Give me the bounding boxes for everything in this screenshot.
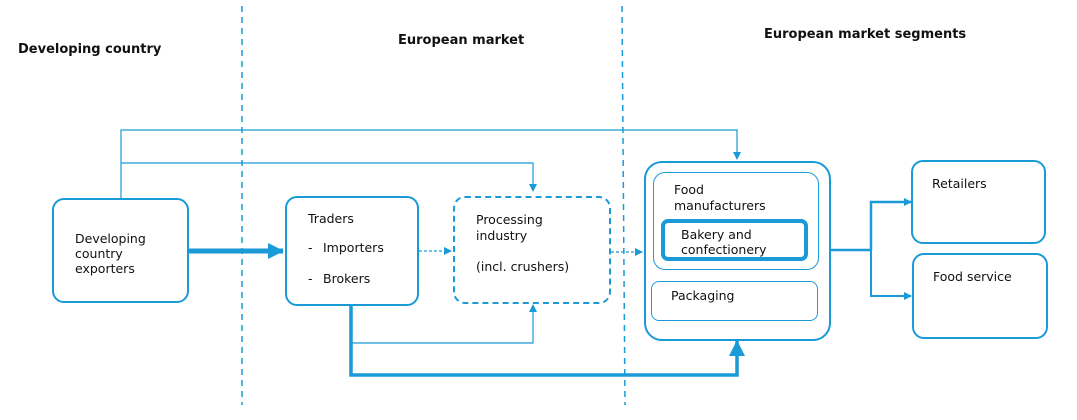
arrow-exporters-to-processing <box>121 162 537 192</box>
food-manufacturers-line-1: Food <box>674 182 704 197</box>
node-retailers: Retailers <box>911 160 1046 244</box>
processing-line-3: (incl. crushers) <box>476 259 570 274</box>
heading-european-market-segments: European market segments <box>764 27 967 42</box>
node-processing-industry: Processing industry (incl. crushers) <box>453 196 611 304</box>
packaging-label: Packaging <box>671 288 735 303</box>
bakery-line-2: confectionery <box>681 242 767 257</box>
processing-line-2: industry <box>476 228 528 243</box>
traders-title: Traders <box>308 211 354 226</box>
arrow-to-retailers <box>869 198 912 250</box>
node-bakery-confectionery: Bakery and confectionery <box>661 219 808 261</box>
arrow-traders-to-processing-bottom <box>351 304 537 344</box>
node-food-service: Food service <box>912 253 1048 339</box>
heading-developing-country: Developing country <box>18 42 162 57</box>
traders-item-importers: Importers <box>323 240 384 255</box>
arrow-to-food-service <box>870 250 912 300</box>
food-service-label: Food service <box>933 269 1012 284</box>
arrow-exporters-to-segments <box>120 129 741 198</box>
traders-bullet-2: - <box>308 271 313 286</box>
traders-bullet-1: - <box>308 240 313 255</box>
node-traders: Traders - Importers - Brokers <box>285 196 419 306</box>
node-packaging: Packaging <box>651 281 818 321</box>
exporters-line-2: country <box>75 246 123 261</box>
retailers-label: Retailers <box>932 176 987 191</box>
food-manufacturers-line-2: manufacturers <box>674 198 766 213</box>
bakery-line-1: Bakery and <box>681 227 752 242</box>
node-exporters: Developing country exporters <box>52 198 189 303</box>
exporters-line-3: exporters <box>75 261 135 276</box>
arrow-traders-to-segments <box>349 306 745 377</box>
traders-item-brokers: Brokers <box>323 271 371 286</box>
heading-european-market: European market <box>398 33 525 48</box>
exporters-line-1: Developing <box>75 231 146 246</box>
divider-right <box>621 5 626 406</box>
processing-line-1: Processing <box>476 212 543 227</box>
